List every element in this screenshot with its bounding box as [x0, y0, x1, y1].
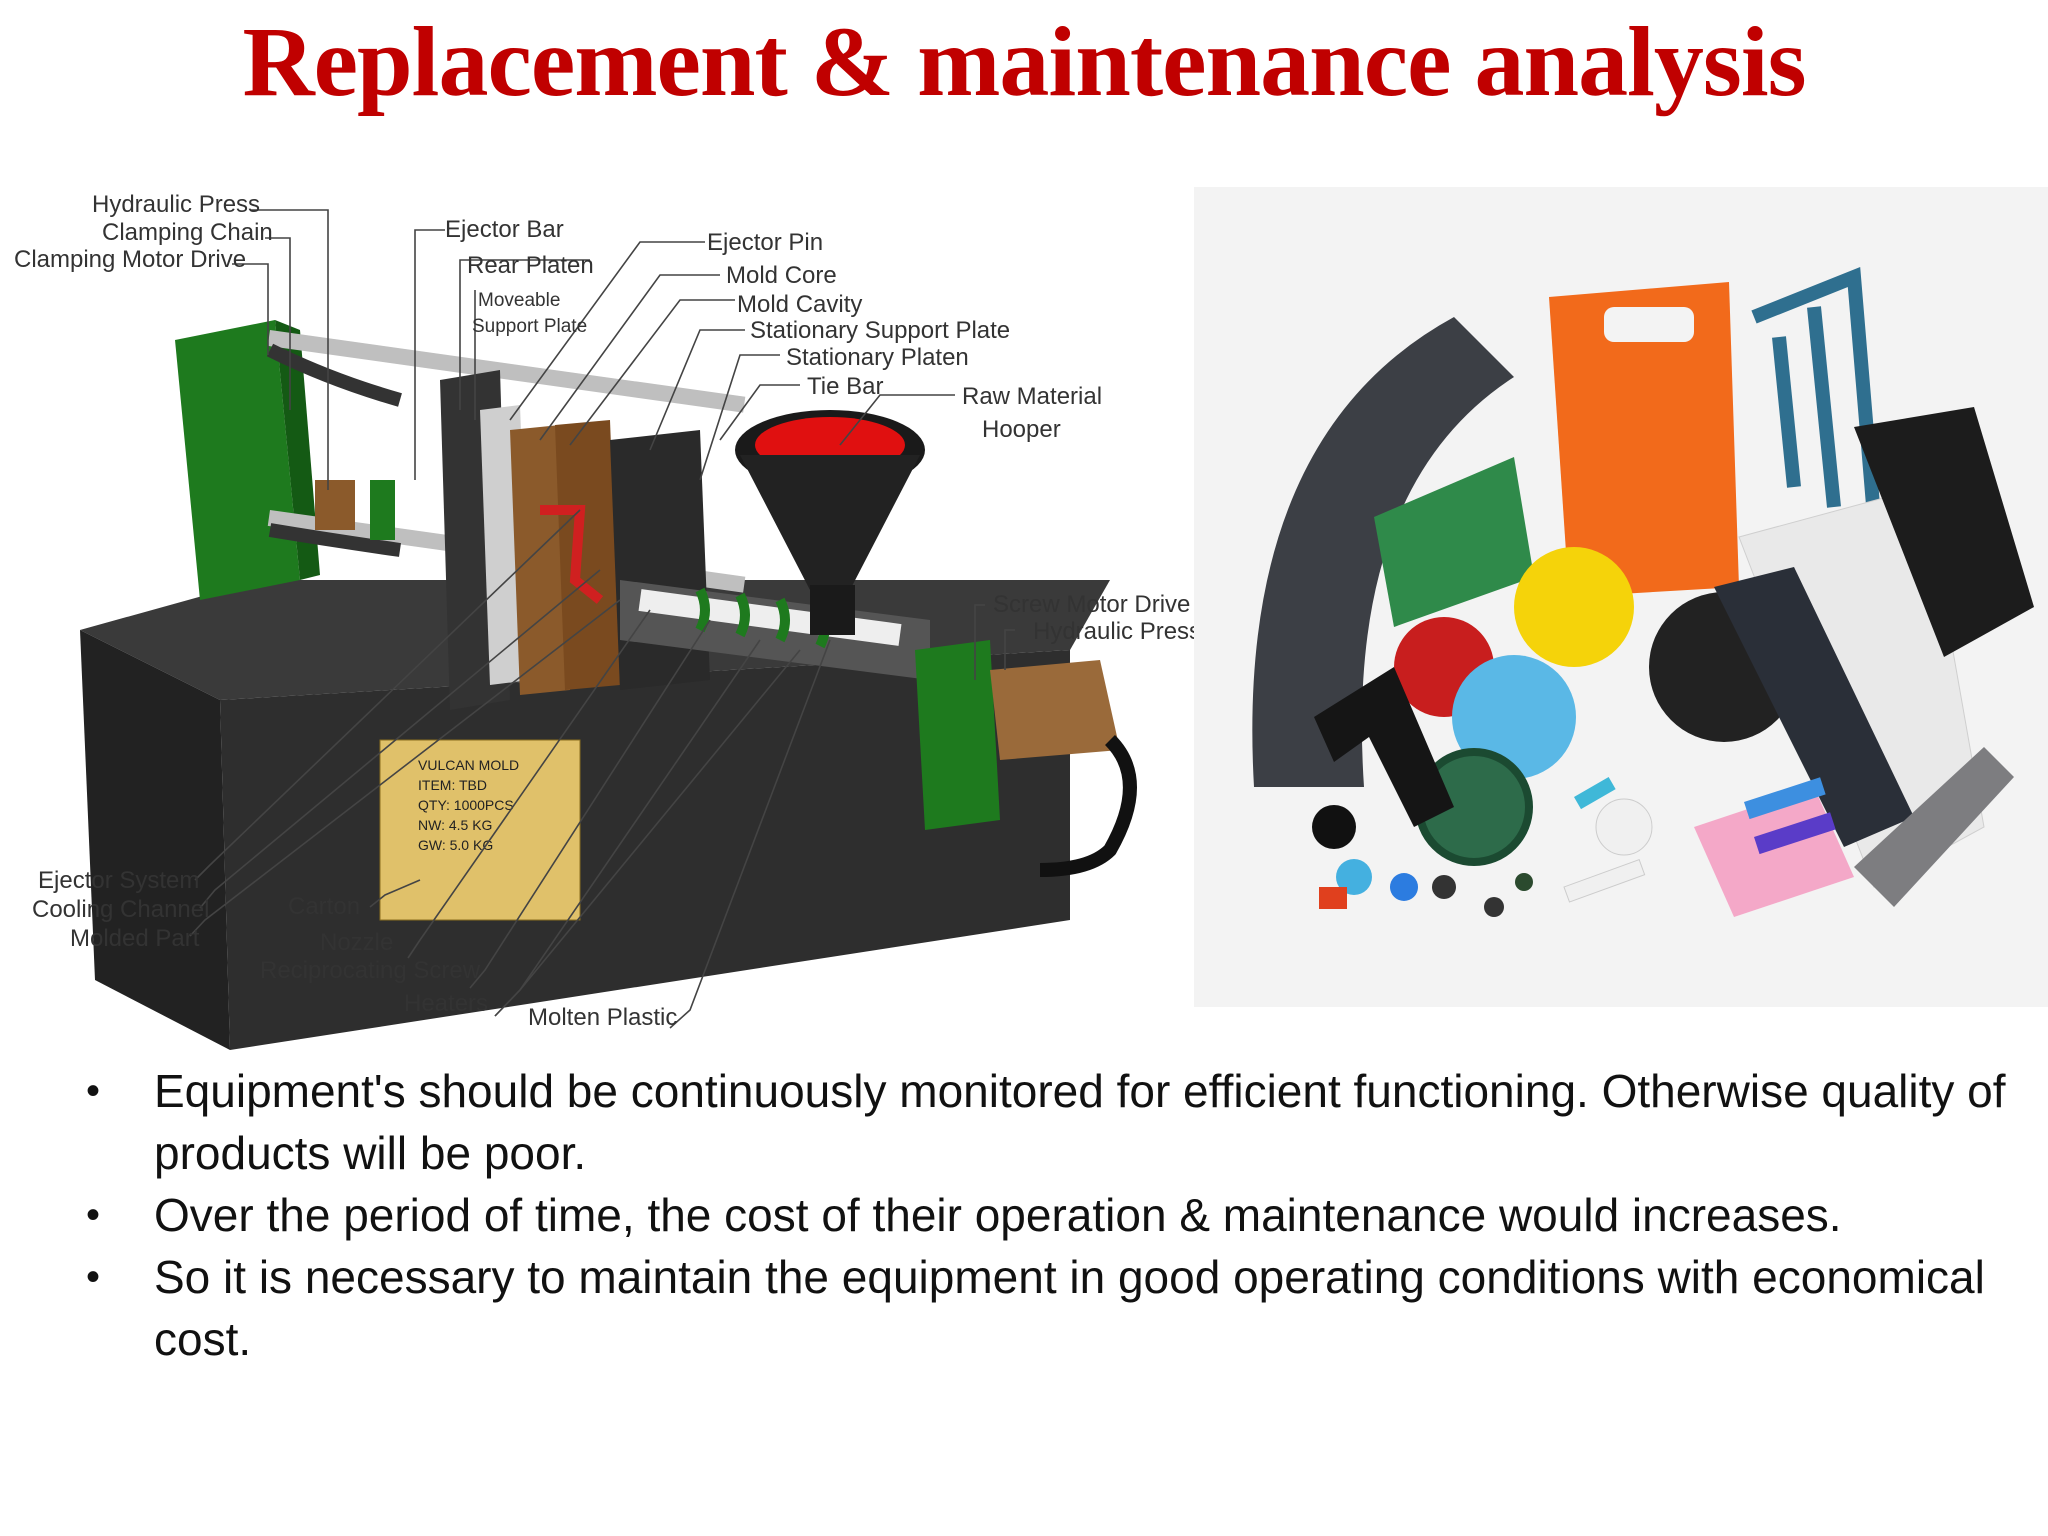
bullet-text: Equipment's should be continuously monit… [154, 1065, 2006, 1179]
bullet-text: Over the period of time, the cost of the… [154, 1189, 1842, 1241]
label-clamping-chain: Clamping Chain [102, 219, 273, 246]
black-elbow [1314, 667, 1454, 827]
label-heaters: Heaters [404, 990, 488, 1017]
screw-motor-block [915, 640, 1000, 830]
green-part [1374, 457, 1534, 627]
slide-title: Replacement & maintenance analysis [242, 6, 1806, 117]
label-mold-cavity: Mold Cavity [737, 291, 862, 318]
hopper-funnel [740, 455, 920, 590]
bullet-dot: • [86, 1193, 101, 1237]
bullet-text: So it is necessary to maintain the equip… [154, 1251, 1985, 1365]
label-clamping-motor-drive: Clamping Motor Drive [14, 246, 246, 273]
svg-text:VULCAN MOLD: VULCAN MOLD [418, 757, 519, 773]
bullet-item: • Over the period of time, the cost of t… [80, 1184, 2020, 1246]
label-ejector-system: Ejector System [38, 867, 199, 894]
label-tie-bar: Tie Bar [807, 373, 883, 400]
label-stationary-support-plate: Stationary Support Plate [750, 317, 1010, 344]
grey-bracket [1854, 747, 2014, 907]
injection-molding-diagram: VULCAN MOLD ITEM: TBD QTY: 1000PCS NW: 4… [14, 191, 1195, 1050]
label-reciprocating-screw: Reciprocating Screw [260, 957, 481, 984]
stationary-platen [610, 430, 710, 690]
plastic-products-photo [1194, 187, 2048, 1007]
svg-text:GW: 5.0 KG: GW: 5.0 KG [418, 837, 493, 853]
label-hydraulic-press-right: Hydraulic Press [1033, 618, 1195, 645]
bullet-item: • Equipment's should be continuously mon… [80, 1060, 2020, 1184]
bullet-list: • Equipment's should be continuously mon… [80, 1060, 2020, 1370]
reciprocating-screw [638, 589, 902, 646]
label-ejector-bar: Ejector Bar [445, 216, 564, 243]
hydraulic-press-right [990, 660, 1120, 760]
bullet-dot: • [86, 1069, 101, 1113]
label-screw-motor-drive: Screw Motor Drive [993, 591, 1190, 618]
bullet-dot: • [86, 1255, 101, 1299]
label-mold-core: Mold Core [726, 262, 837, 289]
carton-box [379, 739, 581, 921]
clamping-chain [266, 343, 402, 407]
yellow-part [1514, 547, 1634, 667]
svg-text:NW: 4.5 KG: NW: 4.5 KG [418, 817, 492, 833]
black-tray [1854, 407, 2034, 657]
blue-disc [1452, 655, 1576, 779]
label-moveable: Moveable [478, 290, 560, 311]
mold-core [510, 425, 570, 695]
orange-crate [1549, 282, 1739, 597]
dark-rail [1714, 567, 1914, 847]
tie-bar-upper [267, 330, 746, 413]
label-hydraulic-press-top: Hydraulic Press [92, 191, 260, 218]
label-molten-plastic: Molten Plastic [528, 1004, 677, 1031]
bullet-item: • So it is necessary to maintain the equ… [80, 1246, 2020, 1370]
label-ejector-pin: Ejector Pin [707, 229, 823, 256]
label-cooling-channel: Cooling Channel [32, 896, 209, 923]
clamp-block-left [175, 320, 300, 600]
svg-text:QTY: 1000PCS: QTY: 1000PCS [418, 797, 514, 813]
label-molded-part: Molded Part [70, 925, 200, 952]
mold-cavity [555, 420, 620, 690]
machine-base-front [80, 630, 230, 1050]
label-stationary-platen: Stationary Platen [786, 344, 969, 371]
carton-label: VULCAN MOLD ITEM: TBD QTY: 1000PCS NW: 4… [418, 757, 519, 853]
label-raw-material: Raw Material [962, 383, 1102, 410]
svg-text:ITEM: TBD: ITEM: TBD [418, 777, 487, 793]
label-carton: Carton [288, 893, 360, 920]
label-hooper: Hooper [982, 416, 1061, 443]
label-nozzle: Nozzle [320, 929, 393, 956]
label-moveable-support-plate: Support Plate [472, 316, 587, 337]
label-rear-platen: Rear Platen [467, 252, 594, 279]
